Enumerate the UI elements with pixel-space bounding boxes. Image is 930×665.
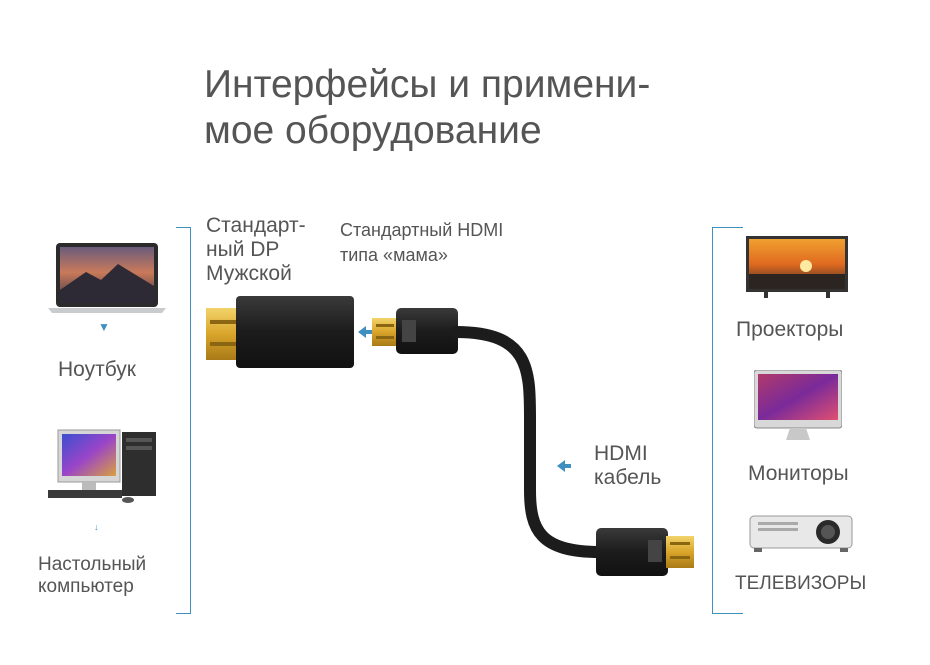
hdmi-cable xyxy=(450,326,606,558)
display-label-2: Мониторы xyxy=(748,462,849,485)
display-label-1: Проекторы xyxy=(736,318,844,341)
flat-tv-icon xyxy=(746,236,848,298)
projector-icon xyxy=(749,515,853,552)
hdmi-cable-label-line-1: HDMI xyxy=(594,442,648,465)
hdmi-female-label-line-1: Стандартный HDMI xyxy=(340,220,504,240)
dp-male-label: Стандарт- ный DP Мужской xyxy=(206,214,331,286)
dp-male-label-line-3: Мужской xyxy=(206,262,292,285)
monitor-icon xyxy=(754,370,842,440)
desktop-arrow-icon: ↓ xyxy=(94,522,99,532)
display-label-3: ТЕЛЕВИЗОРЫ xyxy=(735,573,867,594)
hdmi-plug-top xyxy=(372,308,458,354)
desktop-label: Настольный компьютер xyxy=(38,554,146,598)
hdmi-cable-label-line-2: кабель xyxy=(594,466,662,489)
page-title: Интерфейсы и примени- мое оборудование xyxy=(204,62,744,154)
title-line-1: Интерфейсы и примени- xyxy=(204,63,651,106)
hdmi-cable-label: HDMI кабель xyxy=(594,442,661,490)
laptop-icon xyxy=(48,243,166,313)
desktop-label-line-2: компьютер xyxy=(38,576,134,597)
hdmi-female-label: Стандартный HDMI типа «мама» xyxy=(340,218,540,268)
laptop-arrow-icon: ▼ xyxy=(98,320,110,334)
dp-male-label-line-1: Стандарт- xyxy=(206,214,306,237)
adapter-cable-diagram xyxy=(206,296,694,576)
laptop-label: Ноутбук xyxy=(58,358,136,381)
desktop-label-line-1: Настольный xyxy=(38,554,147,575)
display-bracket xyxy=(712,227,743,614)
hdmi-female-label-line-2: типа «мама» xyxy=(340,245,448,265)
title-line-2: мое оборудование xyxy=(204,109,542,152)
hdmi-plug-bottom xyxy=(596,528,694,576)
adapter-body xyxy=(236,296,354,368)
source-bracket xyxy=(176,227,191,614)
desktop-computer-icon xyxy=(48,429,156,503)
dp-male-label-line-2: ный DP xyxy=(206,238,280,261)
